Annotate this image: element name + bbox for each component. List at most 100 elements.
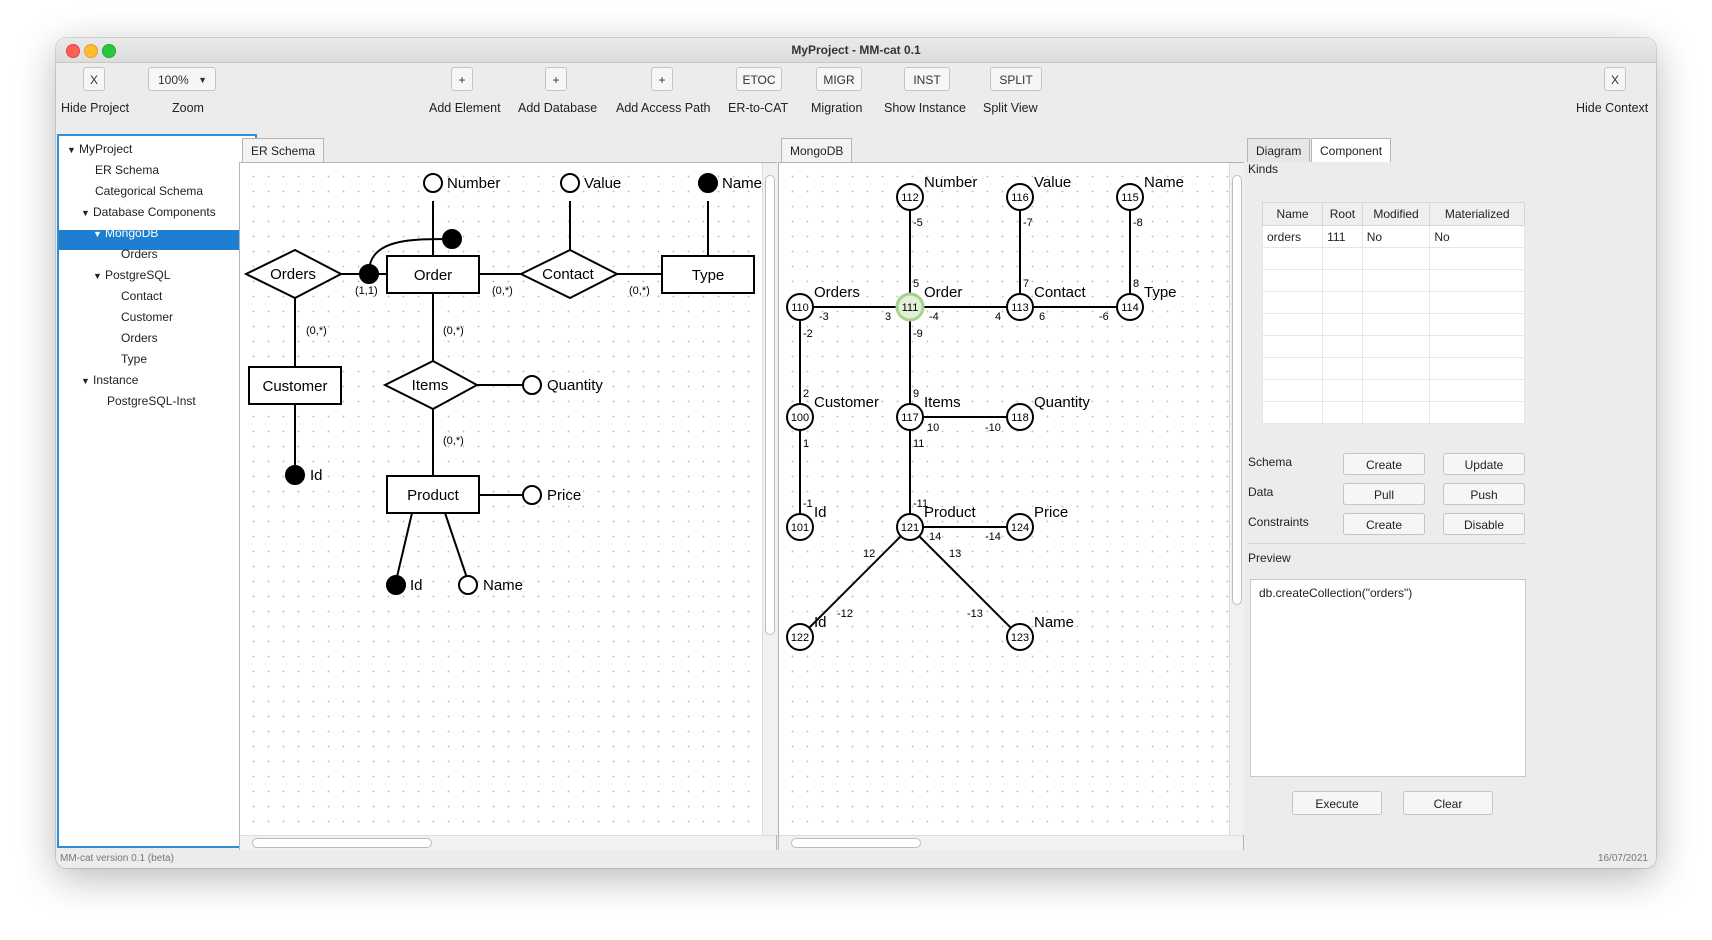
- tab-er-schema[interactable]: ER Schema: [242, 138, 325, 162]
- er-attribute-name-key[interactable]: [698, 173, 718, 193]
- table-row[interactable]: orders 111 No No: [1261, 225, 1525, 248]
- er-attribute-product-name[interactable]: [458, 575, 478, 595]
- morphism-label: -3: [819, 311, 829, 323]
- er-horizontal-scrollbar[interactable]: [240, 835, 776, 850]
- er-entity-type[interactable]: [661, 255, 755, 294]
- zoom-window-button[interactable]: [102, 44, 116, 58]
- tree-item-postgresql-orders[interactable]: Orders: [121, 331, 158, 345]
- tree-item-myproject[interactable]: ▼MyProject: [67, 139, 132, 159]
- mongodb-horizontal-scrollbar[interactable]: [779, 835, 1243, 850]
- minimize-window-button[interactable]: [84, 44, 98, 58]
- constraints-create-button[interactable]: Create: [1343, 513, 1425, 535]
- expand-arrow-icon[interactable]: ▼: [67, 145, 76, 155]
- split-button[interactable]: SPLIT: [990, 67, 1042, 91]
- mongodb-vertical-scrollbar[interactable]: [1229, 163, 1244, 835]
- add-access-path-button[interactable]: +: [651, 67, 673, 91]
- hide-project-button[interactable]: X: [83, 67, 105, 91]
- data-push-button[interactable]: Push: [1443, 483, 1525, 505]
- er-attribute-customer-id[interactable]: [285, 465, 305, 485]
- er-entity-customer[interactable]: [248, 366, 342, 405]
- column-header-root[interactable]: Root: [1322, 202, 1363, 226]
- close-window-button[interactable]: [66, 44, 80, 58]
- object-id: 123: [1011, 632, 1029, 644]
- tree-item-customer[interactable]: Customer: [121, 310, 174, 324]
- er-relationship-items[interactable]: [382, 359, 480, 411]
- tree-item-type[interactable]: Type: [121, 352, 148, 366]
- add-database-button[interactable]: +: [545, 67, 567, 91]
- er-horizontal-scroll-thumb[interactable]: [252, 838, 432, 848]
- er-relationship-contact[interactable]: [518, 248, 620, 300]
- add-element-button[interactable]: +: [451, 67, 473, 91]
- er-entity-product[interactable]: [386, 475, 480, 514]
- er-cardinality: (0,*): [443, 325, 464, 337]
- tree-item-mongodb-orders[interactable]: Orders: [121, 247, 158, 261]
- tree-item-categorical-schema[interactable]: Categorical Schema: [95, 184, 204, 198]
- category-object-117[interactable]: [896, 403, 924, 431]
- category-object-118[interactable]: [1006, 403, 1034, 431]
- clear-button[interactable]: Clear: [1403, 791, 1493, 815]
- category-object-111-selected[interactable]: [895, 292, 925, 322]
- table-cell: No: [1361, 225, 1431, 248]
- mongodb-horizontal-scroll-thumb[interactable]: [791, 838, 921, 848]
- expand-arrow-icon[interactable]: ▼: [81, 376, 90, 386]
- column-header-modified[interactable]: Modified: [1361, 202, 1431, 226]
- category-object-110[interactable]: [786, 293, 814, 321]
- constraints-disable-button[interactable]: Disable: [1443, 513, 1525, 535]
- preview-textarea[interactable]: db.createCollection("orders"): [1250, 579, 1526, 777]
- zoom-select[interactable]: 100% ▼: [148, 67, 216, 91]
- er-to-cat-label: ER-to-CAT: [728, 101, 789, 115]
- er-vertical-scrollbar[interactable]: [762, 163, 777, 835]
- er-attribute-quantity[interactable]: [522, 375, 542, 395]
- category-object-113[interactable]: [1006, 293, 1034, 321]
- tree-item-postgresql-inst[interactable]: PostgreSQL-Inst: [107, 394, 196, 408]
- tab-component[interactable]: Component: [1311, 138, 1392, 162]
- tree-item-instance[interactable]: ▼Instance: [81, 370, 138, 390]
- category-object-112[interactable]: [896, 183, 924, 211]
- mongodb-vertical-scroll-thumb[interactable]: [1232, 175, 1242, 605]
- er-vertical-scroll-thumb[interactable]: [765, 175, 775, 635]
- category-object-100[interactable]: [786, 403, 814, 431]
- column-header-materialized[interactable]: Materialized: [1429, 202, 1525, 226]
- category-object-115[interactable]: [1116, 183, 1144, 211]
- version-text: MM-cat version 0.1 (beta): [60, 853, 174, 864]
- tree-item-er-schema[interactable]: ER Schema: [95, 163, 160, 177]
- er-entity-order[interactable]: [386, 255, 480, 294]
- tab-mongodb[interactable]: MongoDB: [781, 138, 853, 162]
- category-object-122[interactable]: [786, 623, 814, 651]
- er-diagram-canvas[interactable]: Order Type Customer Product Orders Conta…: [240, 163, 762, 835]
- er-relationship-orders[interactable]: [243, 248, 344, 300]
- category-object-114[interactable]: [1116, 293, 1144, 321]
- category-object-101[interactable]: [786, 513, 814, 541]
- hide-project-label: Hide Project: [61, 101, 130, 115]
- er-attribute-number[interactable]: [423, 173, 443, 193]
- expand-arrow-icon[interactable]: ▼: [93, 229, 102, 239]
- schema-create-button[interactable]: Create: [1343, 453, 1425, 475]
- expand-arrow-icon[interactable]: ▼: [81, 208, 90, 218]
- hide-context-button[interactable]: X: [1604, 67, 1626, 91]
- er-attribute-price[interactable]: [522, 485, 542, 505]
- tree-item-database-components[interactable]: ▼Database Components: [81, 202, 216, 222]
- tree-item-contact[interactable]: Contact: [121, 289, 163, 303]
- er-label-value: Value: [584, 175, 621, 192]
- category-object-116[interactable]: [1006, 183, 1034, 211]
- categorical-diagram-canvas[interactable]: 112 116 115 110 111 113 114 100 117 118 …: [779, 163, 1229, 835]
- category-object-124[interactable]: [1006, 513, 1034, 541]
- er-label-items: Items: [412, 377, 449, 394]
- er-attribute-value[interactable]: [560, 173, 580, 193]
- inst-button[interactable]: INST: [904, 67, 950, 91]
- category-object-121[interactable]: [896, 513, 924, 541]
- tree-item-postgresql[interactable]: ▼PostgreSQL: [93, 265, 170, 285]
- column-header-name[interactable]: Name: [1261, 202, 1324, 226]
- execute-button[interactable]: Execute: [1292, 791, 1382, 815]
- expand-arrow-icon[interactable]: ▼: [93, 271, 102, 281]
- category-object-123[interactable]: [1006, 623, 1034, 651]
- tab-diagram[interactable]: Diagram: [1247, 138, 1311, 162]
- migr-button[interactable]: MIGR: [816, 67, 862, 91]
- er-identifier-circle[interactable]: [442, 229, 462, 249]
- tree-item-mongodb[interactable]: ▼MongoDB: [93, 223, 158, 243]
- er-identifier-circle[interactable]: [359, 264, 379, 284]
- schema-update-button[interactable]: Update: [1443, 453, 1525, 475]
- er-attribute-product-id[interactable]: [386, 575, 406, 595]
- etoc-button[interactable]: ETOC: [736, 67, 782, 91]
- data-pull-button[interactable]: Pull: [1343, 483, 1425, 505]
